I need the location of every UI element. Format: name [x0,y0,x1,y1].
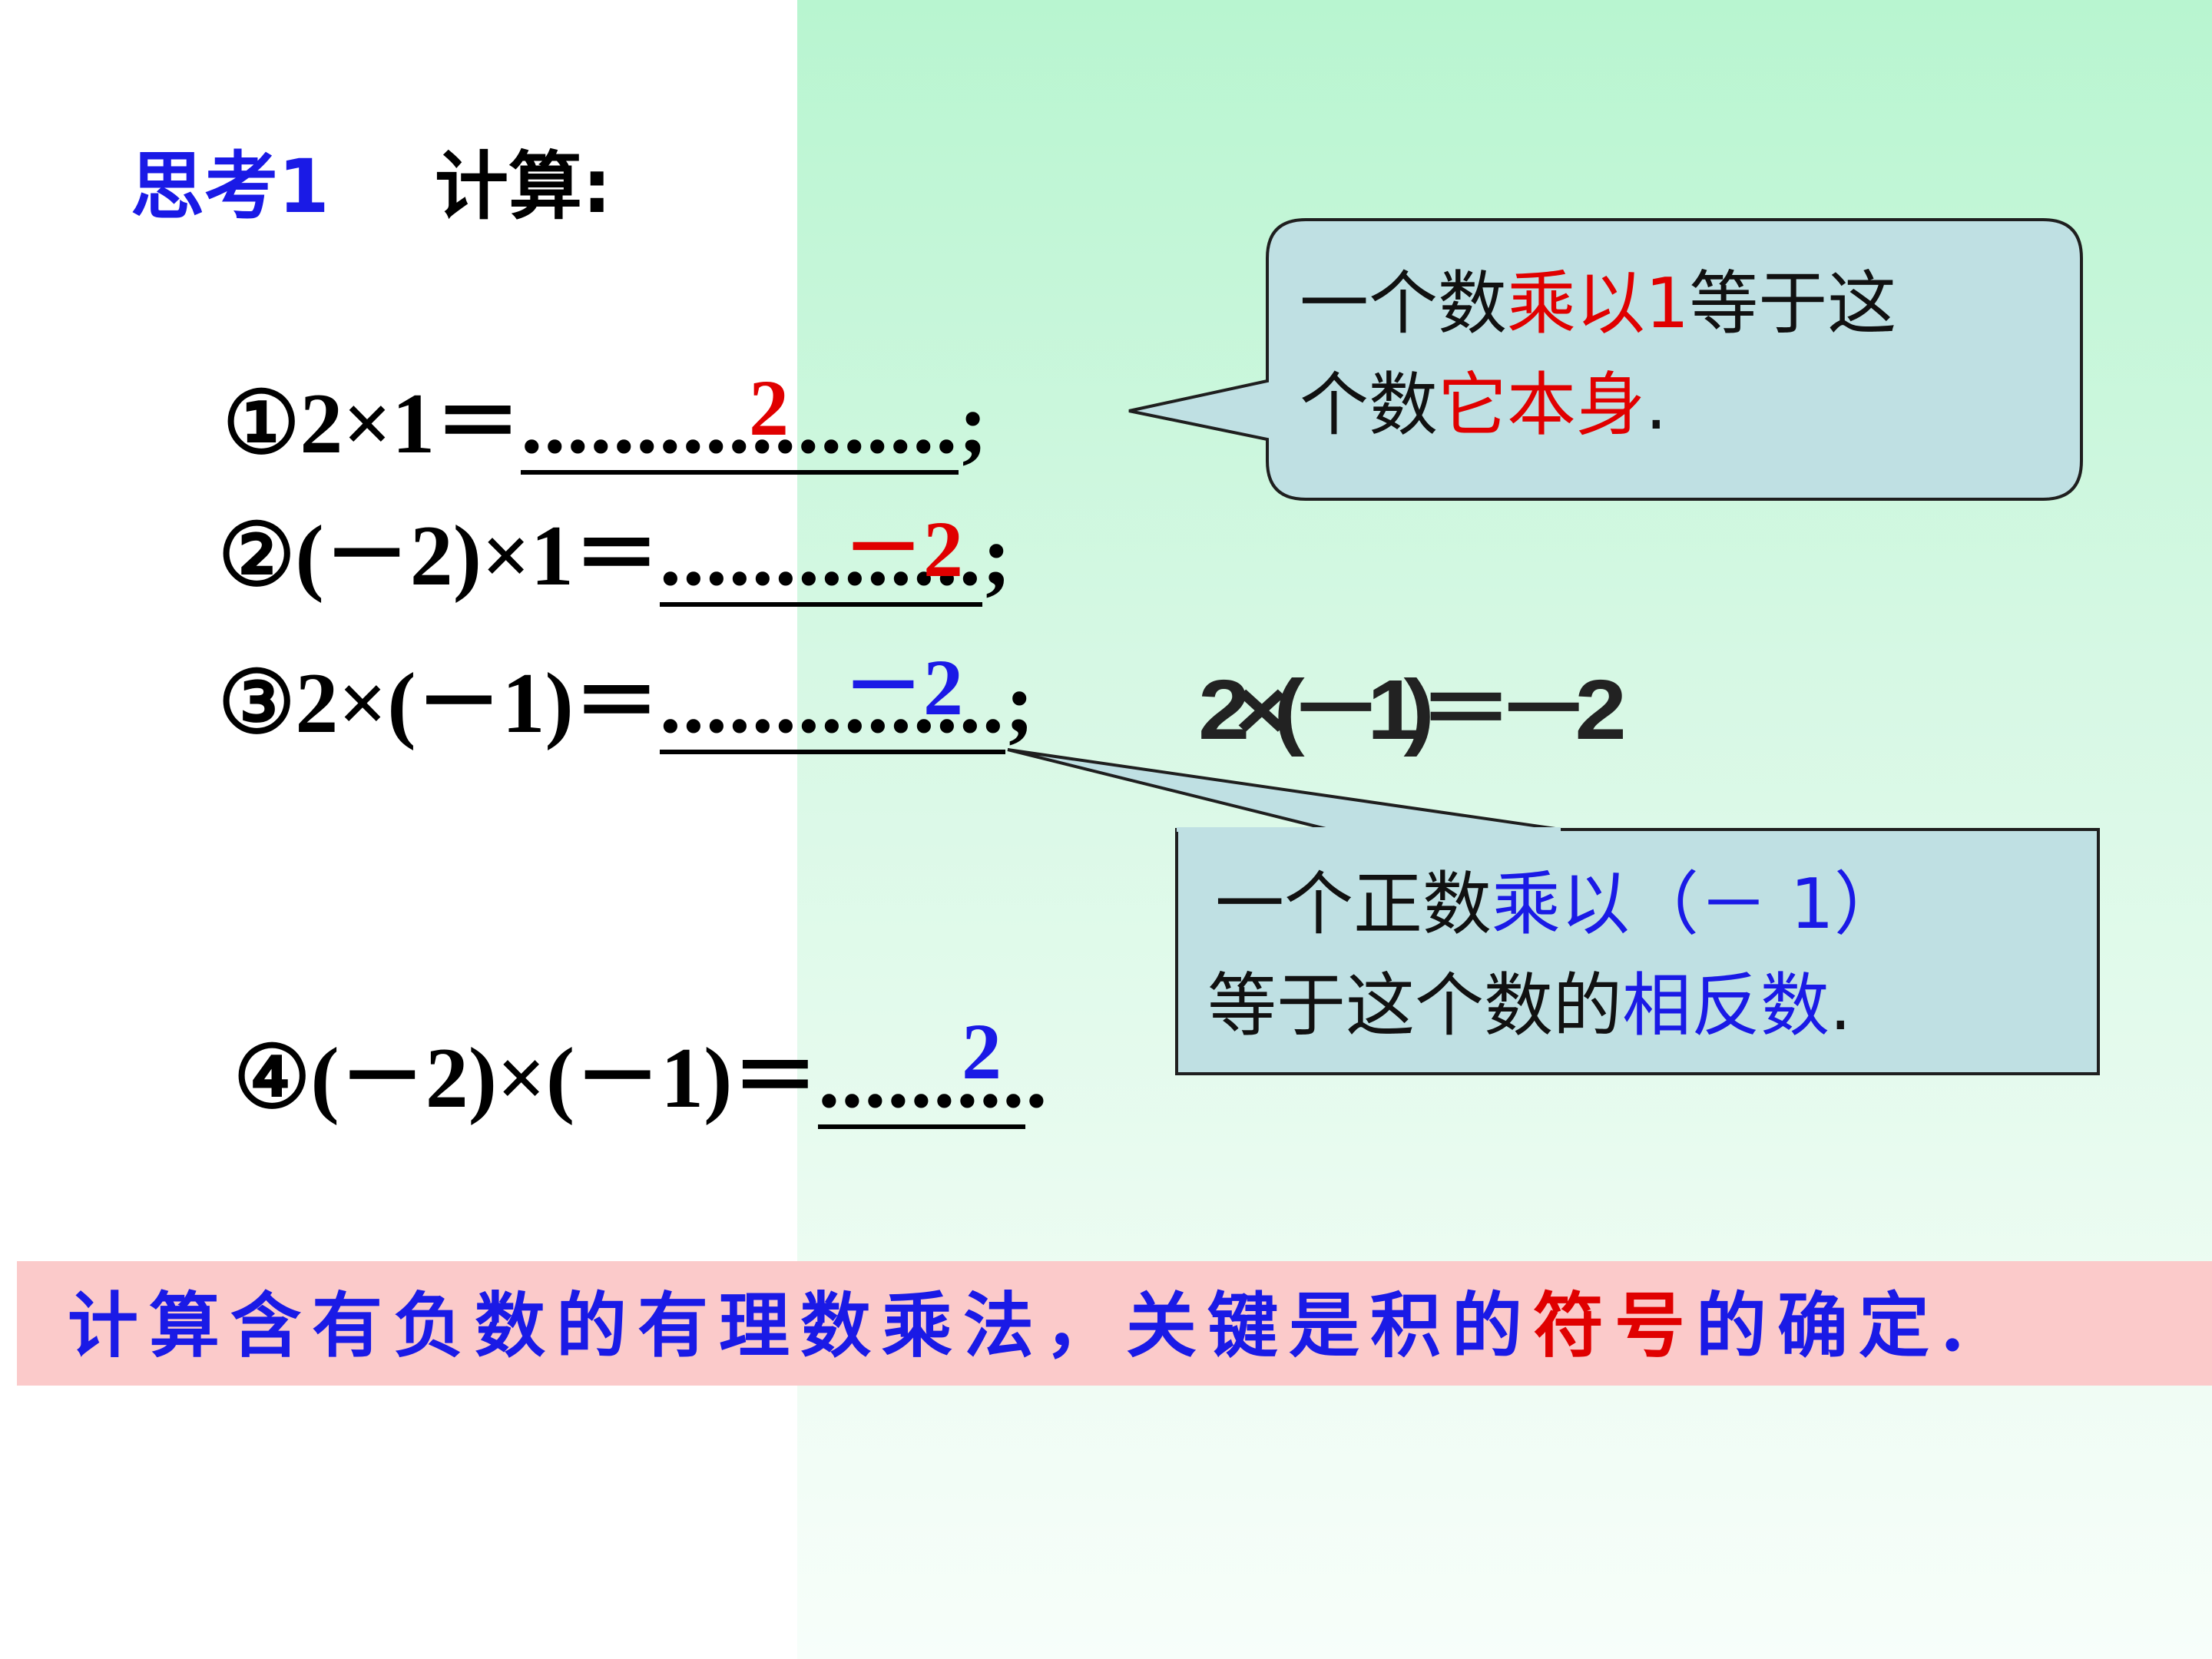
equation-4: ④(－2)×(－1)＝.......... [233,1035,1047,1129]
callout2-line1: 一个正数乘以（－ 1） [1215,864,1903,945]
answer-3: －2 [843,644,964,732]
heading-text: 计算: [435,144,612,230]
callout1-bubble [1128,218,2083,501]
equation-3: ③2×(－1)＝...............; [218,661,1034,754]
answer-2: －2 [843,505,964,594]
equation-2: ②(－2)×1＝..............; [218,513,1011,607]
summary-text: 计算含有负数的有理数乘法，关键是积的符号的确定. [68,1284,1976,1367]
equation-1: ①2×1＝...................; [223,381,988,475]
callout1-line2: 个数它本身. [1300,365,1667,445]
callout2-line2: 等于这个数的相反数. [1207,965,1852,1046]
summary-banner [17,1261,2212,1386]
heading-label: 思考1 [131,144,329,230]
answer-4: 2 [962,1008,1002,1096]
answer-1: 2 [749,364,789,452]
garbled-equation: 2×(－1)＝－2 [1198,663,1627,757]
callout1-line1: 一个数乘以1等于这 [1300,263,1897,344]
